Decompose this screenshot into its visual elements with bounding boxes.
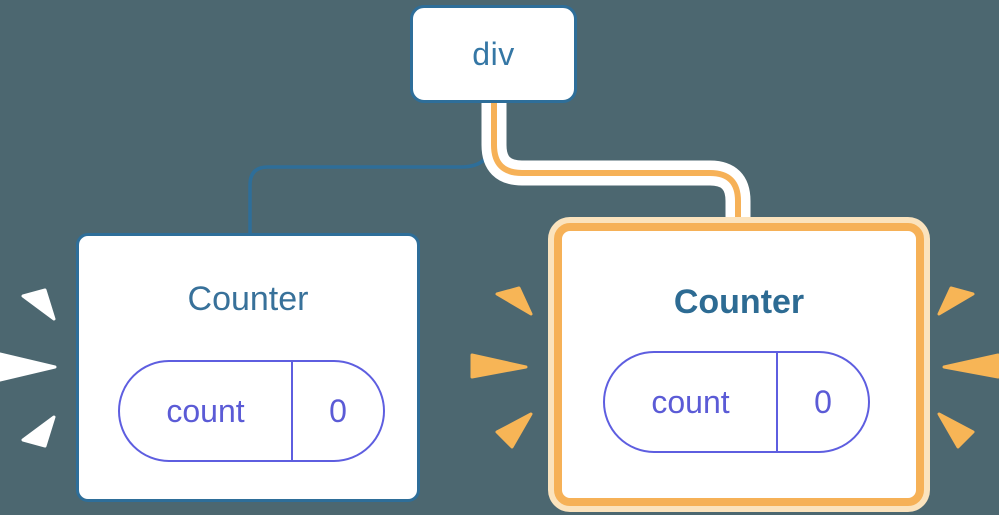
orange-burst-rays-left-icon bbox=[470, 286, 533, 449]
counter-card-left: Counter count 0 bbox=[76, 233, 420, 502]
burst-ray-icon bbox=[495, 286, 533, 316]
state-pill: count 0 bbox=[603, 351, 870, 453]
white-burst-rays-icon bbox=[0, 288, 57, 448]
root-node-label: div bbox=[472, 35, 515, 72]
burst-ray-icon bbox=[495, 412, 533, 449]
burst-ray-icon bbox=[937, 286, 975, 316]
burst-ray-icon bbox=[942, 353, 999, 379]
edge-root-to-left-counter bbox=[248, 104, 495, 234]
state-pill: count 0 bbox=[118, 360, 385, 462]
orange-burst-rays-right-icon bbox=[937, 286, 999, 449]
burst-ray-icon bbox=[937, 412, 975, 449]
burst-ray-icon bbox=[21, 415, 56, 448]
burst-ray-icon bbox=[0, 352, 57, 382]
edge-root-to-right-counter-casing bbox=[481, 102, 751, 218]
state-value: 0 bbox=[329, 392, 347, 429]
state-key: count bbox=[120, 362, 293, 460]
burst-ray-icon bbox=[21, 288, 56, 321]
edge-root-to-right-counter-core bbox=[491, 100, 741, 233]
state-value: 0 bbox=[814, 383, 832, 420]
counter-title: Counter bbox=[673, 283, 805, 321]
root-node-div: div bbox=[410, 5, 577, 103]
burst-ray-icon bbox=[470, 353, 528, 379]
state-key: count bbox=[605, 353, 778, 451]
counter-title: Counter bbox=[187, 280, 309, 318]
counter-card-right-highlighted: Counter count 0 bbox=[554, 223, 924, 506]
